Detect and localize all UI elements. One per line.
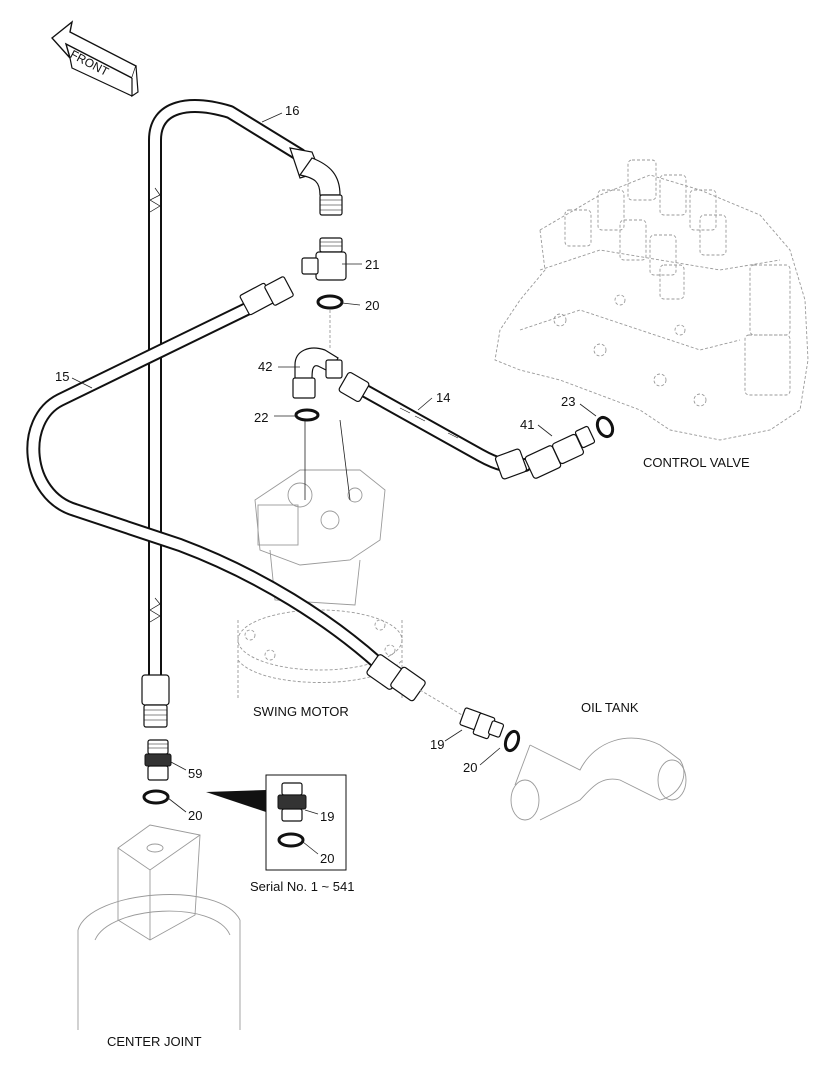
oring-20-tank (503, 729, 521, 753)
adapter-59 (144, 739, 172, 781)
callout-59: 59 (188, 766, 203, 781)
callout-15: 15 (55, 369, 70, 384)
adapter-19-lower (459, 707, 505, 740)
adapter-41 (524, 425, 596, 479)
fitting-21 (301, 237, 347, 281)
oil-tank-pipe-drawing (510, 737, 687, 821)
oil-tank-label: OIL TANK (581, 700, 639, 715)
callout-21: 21 (365, 257, 380, 272)
control-valve-label: CONTROL VALVE (643, 455, 750, 470)
callout-16: 16 (285, 103, 300, 118)
callout-14: 14 (436, 390, 451, 405)
oring-23 (595, 415, 615, 439)
oring-20-center (142, 789, 170, 805)
oring-20-upper (316, 294, 344, 310)
inset-box (206, 774, 347, 871)
inset-serial-note: Serial No. 1 ~ 541 (250, 879, 355, 894)
callout-23: 23 (561, 394, 576, 409)
front-arrow-icon (50, 20, 139, 98)
center-joint-label: CENTER JOINT (107, 1034, 202, 1049)
elbow-42 (292, 347, 343, 399)
oring-22 (294, 408, 320, 422)
callout-20-tank: 20 (463, 760, 478, 775)
leader-lines (71, 112, 597, 855)
callout-19-inset: 19 (320, 809, 335, 824)
center-joint-drawing (77, 824, 241, 1030)
callout-19-lower: 19 (430, 737, 445, 752)
swing-motor-label: SWING MOTOR (253, 704, 349, 719)
callout-20-upper: 20 (365, 298, 380, 313)
callout-20-inset: 20 (320, 851, 335, 866)
control-valve-drawing (494, 159, 809, 441)
callout-20-center: 20 (188, 808, 203, 823)
callout-42: 42 (258, 359, 273, 374)
hose-16 (141, 99, 343, 728)
hose-14 (338, 371, 532, 480)
callout-41: 41 (520, 417, 535, 432)
callout-22: 22 (254, 410, 269, 425)
hose-15 (26, 276, 426, 702)
